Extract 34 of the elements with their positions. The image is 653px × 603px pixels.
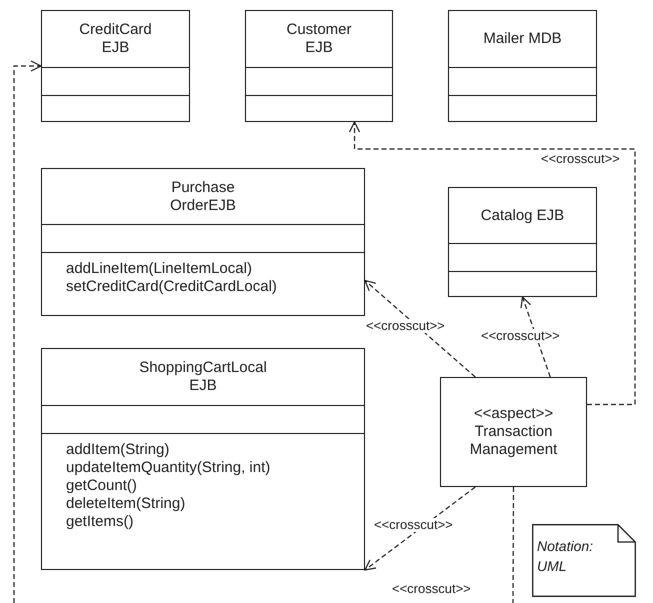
edge-label: <<crosscut>> (373, 518, 454, 532)
class-name: Mailer MDB (483, 30, 562, 48)
class-name: Catalog EJB (480, 206, 564, 224)
class-name: Purchase OrderEJB (169, 178, 237, 214)
class-box (448, 10, 597, 122)
aspect-name: Transaction Management (468, 423, 558, 459)
class-box (41, 10, 190, 122)
aspect-box (440, 377, 587, 487)
note-text: Notation: UML (537, 538, 594, 574)
class-name: ShoppingCartLocal EJB (138, 359, 268, 395)
operation-signature: deleteItem(String) (65, 495, 186, 513)
stereotype-label: <<aspect>> (474, 405, 554, 423)
operation-signature: setCreditCard(CreditCardLocal) (65, 278, 278, 296)
dependency-arrow (348, 121, 636, 406)
operation-signature: getItems() (65, 513, 135, 531)
class-box (41, 168, 365, 316)
edge-label: <<crosscut>> (480, 329, 561, 343)
class-box (41, 348, 365, 570)
edge-label: <<crosscut>> (365, 319, 446, 333)
edge-label: <<crosscut>> (391, 582, 472, 596)
operation-signature: addLineItem(LineItemLocal) (65, 260, 253, 278)
operation-signature: addItem(String) (65, 441, 170, 459)
dependency-arrow (364, 486, 476, 571)
note-shape (532, 524, 636, 597)
class-name: CreditCard EJB (78, 21, 153, 57)
class-name: Customer EJB (285, 21, 353, 57)
edge-label: <<crosscut>> (540, 152, 621, 166)
operation-signature: getCount() (65, 477, 138, 495)
dependency-arrow (520, 296, 551, 378)
dependency-arrow (364, 280, 476, 378)
class-box (448, 187, 597, 297)
dependency-arrow (13, 60, 42, 603)
class-box (245, 10, 393, 122)
operation-signature: updateItemQuantity(String, int) (65, 459, 272, 477)
